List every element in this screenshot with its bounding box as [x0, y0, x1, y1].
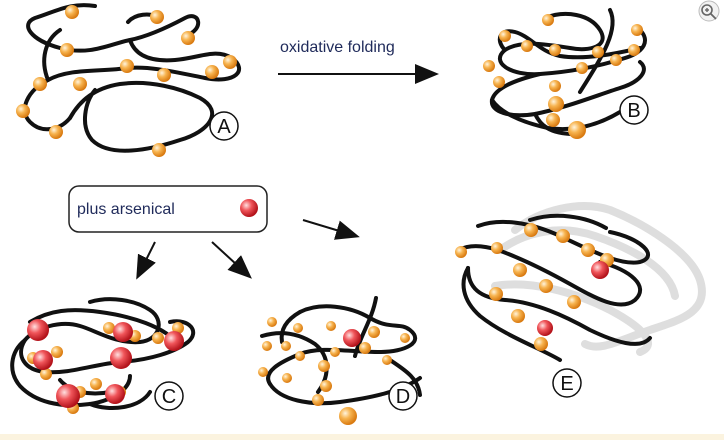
- panel-d-label: D: [388, 381, 418, 411]
- panel-a-label: A: [209, 111, 239, 141]
- svg-text:B: B: [627, 100, 640, 122]
- panel-e-residues: [455, 223, 614, 351]
- panel-d-residues: [258, 317, 410, 425]
- panel-b-label: B: [619, 95, 649, 125]
- panel-b-cysteine-residues: [483, 14, 643, 139]
- svg-text:A: A: [217, 116, 231, 138]
- oxidative-folding-label: oxidative folding: [280, 39, 395, 56]
- arsenical-icon: [240, 199, 258, 217]
- plus-arsenical-callout: plus arsenical: [68, 185, 268, 233]
- zoom-in-icon[interactable]: [698, 0, 720, 22]
- plus-arsenical-label: plus arsenical: [77, 201, 175, 218]
- svg-text:E: E: [560, 373, 573, 395]
- panel-a-cysteine-residues: [16, 5, 237, 157]
- oxidative-folding-arrow: oxidative folding: [278, 39, 439, 84]
- svg-text:C: C: [162, 386, 176, 408]
- panel-c-label: C: [154, 381, 184, 411]
- arsenical-arrows: [136, 219, 360, 280]
- panel-c-residues: [27, 319, 184, 414]
- svg-text:D: D: [396, 386, 410, 408]
- panel-e-label: E: [552, 368, 582, 398]
